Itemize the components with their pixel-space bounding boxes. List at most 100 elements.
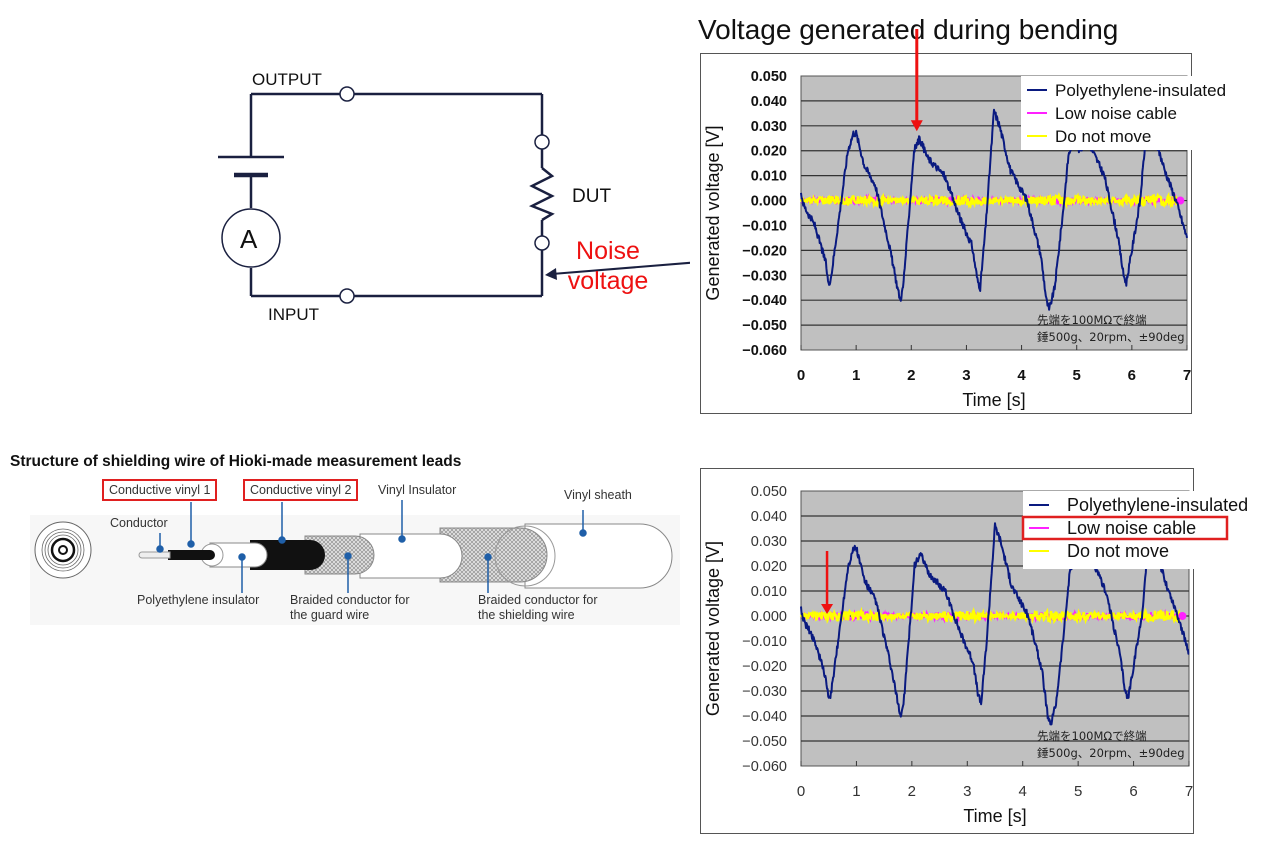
series-do-not-move: [799, 606, 1182, 625]
y-tick-label: 0.010: [751, 169, 787, 185]
leader-dot: [579, 529, 587, 537]
red-arrow-head-icon: [910, 120, 923, 132]
braided-guard-label: Braided conductor for the guard wire: [290, 593, 410, 623]
y-tick-label: 0.030: [751, 534, 787, 550]
dut-label: DUT: [572, 186, 612, 207]
leader-dot: [156, 545, 164, 553]
legend-label: Polyethylene-insulated: [1067, 495, 1248, 515]
y-tick-label: 0.000: [751, 194, 787, 210]
y-tick-label: 0.020: [751, 144, 787, 160]
y-tick-label: −0.040: [742, 293, 787, 309]
noise-arrow-line: [551, 261, 690, 275]
conductor-label: Conductor: [110, 516, 168, 530]
x-tick-label: 0: [797, 783, 805, 800]
ammeter-icon: [221, 208, 281, 268]
noise-label-line1: Noise: [576, 237, 640, 265]
resistor-icon: [528, 167, 555, 222]
leader-dot: [278, 536, 286, 544]
braided-shield-label: Braided conductor for the shielding wire: [478, 593, 598, 623]
low-noise-end-marker: [1176, 196, 1185, 205]
leader-dot: [484, 553, 492, 561]
x-tick-label: 0: [797, 367, 805, 384]
leader-dot: [398, 535, 406, 543]
y-axis-label: Generated voltage [V]: [703, 125, 723, 300]
x-axis-label: Time [s]: [963, 806, 1026, 826]
x-tick-label: 6: [1129, 783, 1137, 800]
noise-voltage-label: Noise voltage: [556, 236, 660, 296]
y-tick-label: 0.040: [751, 509, 787, 525]
leader-dot: [238, 553, 246, 561]
x-tick-label: 5: [1074, 783, 1082, 800]
vinyl-sheath-shape: [524, 523, 673, 589]
braided-guard-line1: Braided conductor for: [290, 593, 410, 607]
x-axis-label: Time [s]: [962, 390, 1025, 410]
vinyl-insulator-shape: [359, 533, 463, 579]
y-tick-label: 0.050: [751, 69, 787, 85]
dut-terminal-top-icon: [534, 134, 550, 150]
chart-svg: 0.0500.0400.0300.0200.0100.000−0.010−0.0…: [703, 484, 1248, 826]
y-tick-label: 0.050: [751, 484, 787, 500]
cable-structure-diagram: [30, 500, 680, 625]
chart-top: 0.050 0.040 0.030 0.020 0.010 0.000 −0.010 −0.0…: [700, 29, 1226, 414]
vinyl-sheath-label: Vinyl sheath: [564, 488, 632, 502]
conductor-shape: [138, 551, 171, 559]
legend-label: Low noise cable: [1067, 518, 1196, 538]
red-arrow-head-icon: [821, 604, 834, 614]
leader-dot: [187, 540, 195, 548]
low-noise-end-marker: [1178, 612, 1187, 620]
chart-annotation: 錘500g、20rpm、±90deg: [1037, 330, 1185, 344]
dut-terminal-bottom-icon: [534, 235, 550, 251]
y-tick-label: −0.050: [742, 318, 787, 334]
x-tick-label: 3: [962, 367, 970, 384]
series-polyethylene-insulated: [800, 108, 1188, 311]
output-label: OUTPUT: [252, 70, 322, 89]
legend-label: Low noise cable: [1055, 104, 1177, 123]
x-tick-label: 5: [1073, 367, 1081, 384]
x-tick-label: 2: [907, 367, 915, 384]
chart-annotation: 先端を100MΩで終端: [1037, 729, 1147, 743]
polyethylene-insulator-shape: [209, 542, 268, 568]
output-terminal-icon: [339, 86, 355, 102]
x-tick-label: 7: [1183, 367, 1191, 384]
y-tick-label: −0.010: [742, 634, 787, 650]
conductive-vinyl-1-label: Conductive vinyl 1: [102, 479, 218, 501]
y-tick-label: −0.030: [742, 684, 787, 700]
shield-braid-shape: [439, 527, 548, 583]
y-tick-label: −0.060: [742, 343, 787, 359]
vinyl-insulator-label: Vinyl Insulator: [378, 483, 457, 497]
legend-label: Polyethylene-insulated: [1055, 81, 1226, 100]
braided-guard-line2: the guard wire: [290, 608, 370, 622]
ammeter-label: A: [240, 224, 258, 254]
y-tick-label: −0.010: [742, 218, 787, 234]
x-tick-label: 3: [963, 783, 971, 800]
conductive-vinyl-1-shape: [168, 550, 215, 560]
braided-shield-line1: Braided conductor for: [478, 593, 598, 607]
leader-dot: [344, 552, 352, 560]
y-tick-label: 0.010: [751, 584, 787, 600]
chart-annotation: 錘500g、20rpm、±90deg: [1037, 746, 1185, 760]
conductive-vinyl-2-label: Conductive vinyl 2: [243, 479, 359, 501]
x-tick-label: 7: [1185, 783, 1193, 800]
y-tick-label: 0.030: [751, 119, 787, 135]
x-tick-label: 6: [1128, 367, 1136, 384]
y-tick-label: 0.040: [751, 94, 787, 110]
circuit-diagram: [218, 86, 690, 304]
y-tick-label: −0.020: [742, 659, 787, 675]
braided-shield-line2: the shielding wire: [478, 608, 575, 622]
noise-arrow-head-icon: [545, 268, 557, 280]
y-tick-label: −0.060: [742, 759, 787, 775]
noise-label-line2: voltage: [567, 267, 649, 295]
y-axis-label: Generated voltage [V]: [703, 541, 723, 716]
input-label: INPUT: [268, 305, 319, 324]
guard-braid-shape: [304, 535, 375, 575]
legend-highlight-box: [1021, 515, 1229, 541]
y-tick-label: 0.020: [751, 559, 787, 575]
x-tick-label: 4: [1019, 783, 1027, 800]
x-tick-label: 4: [1017, 367, 1026, 384]
conductive-vinyl-2-shape: [250, 540, 325, 570]
chart-svg: 0.050 0.040 0.030 0.020 0.010 0.000 −0.010 −0.0…: [703, 29, 1226, 410]
legend-label: Do not move: [1067, 541, 1169, 561]
series-polyethylene-insulated: [800, 522, 1190, 726]
top-chart-title: Voltage generated during bending: [698, 14, 1119, 45]
